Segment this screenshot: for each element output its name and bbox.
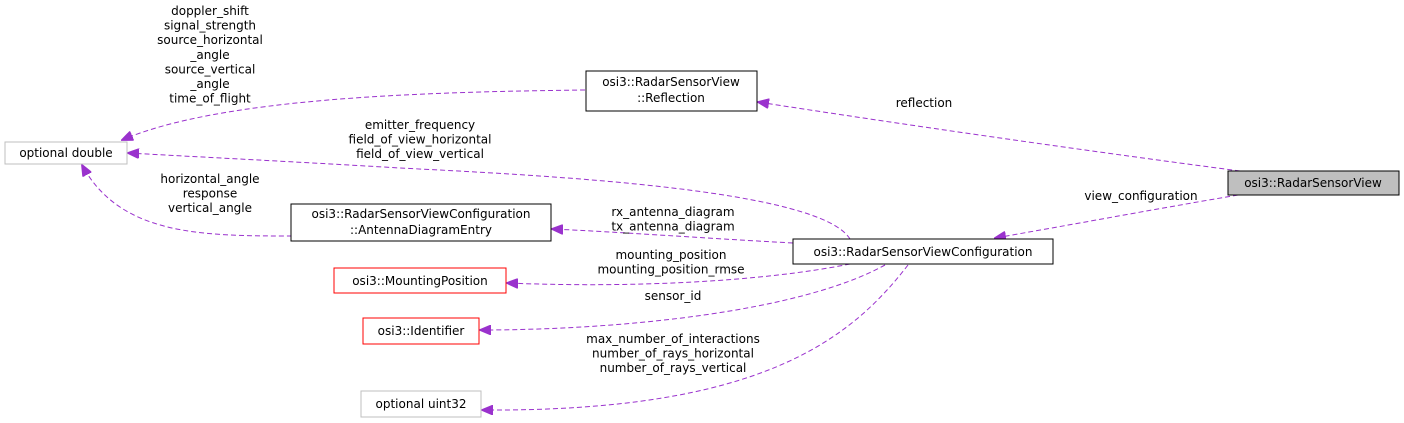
node-reflection-line2: ::Reflection — [637, 91, 705, 105]
edge-label-line: field_of_view_vertical — [356, 147, 484, 161]
node-mounting-position[interactable]: osi3::MountingPosition — [333, 267, 507, 294]
edge-radar-sensor-view-to-reflection — [758, 102, 1241, 172]
node-identifier-label: osi3::Identifier — [378, 324, 465, 338]
node-antenna-diagram-entry[interactable]: osi3::RadarSensorViewConfiguration ::Ant… — [290, 203, 552, 242]
edge-label-line: rx_antenna_diagram — [611, 205, 734, 219]
edge-label-line: signal_strength — [164, 19, 256, 33]
node-optional-uint32[interactable]: optional uint32 — [360, 390, 482, 418]
edge-view-configuration-to-optional-uint32 — [482, 264, 909, 410]
edge-label-line: vertical_angle — [168, 201, 252, 215]
edge-label-line: number_of_rays_horizontal — [592, 347, 754, 361]
edge-view-configuration-to-mounting-position — [507, 263, 851, 285]
node-optional-uint32-label: optional uint32 — [376, 397, 467, 411]
edge-label-line: response — [183, 187, 238, 201]
edge-label-line: emitter_frequency — [365, 118, 475, 132]
node-antenna-diagram-entry-line2: ::AntennaDiagramEntry — [350, 223, 492, 237]
edge-label-line: field_of_view_horizontal — [349, 133, 492, 147]
edge-label-line: time_of_flight — [169, 92, 251, 106]
node-reflection-line1: osi3::RadarSensorView — [602, 75, 740, 89]
edge-label-line: number_of_rays_vertical — [600, 361, 747, 375]
node-identifier[interactable]: osi3::Identifier — [362, 317, 480, 345]
edge-label-line: view_configuration — [1084, 189, 1197, 203]
edge-label-view-to-config: view_configuration — [1084, 189, 1197, 203]
node-radar-sensor-view[interactable]: osi3::RadarSensorView — [1227, 170, 1400, 196]
edge-label-line: _angle — [189, 77, 229, 91]
edge-label-view-to-reflection: reflection — [896, 96, 953, 110]
edge-label-line: source_vertical — [165, 62, 256, 76]
edge-view-configuration-to-optional-double — [128, 153, 851, 240]
node-radar-sensor-view-label: osi3::RadarSensorView — [1244, 176, 1382, 190]
edge-label-config-to-identifier: sensor_id — [645, 289, 702, 303]
node-optional-double[interactable]: optional double — [4, 141, 128, 165]
edge-radar-sensor-view-to-view-configuration — [995, 194, 1239, 238]
edge-label-line: max_number_of_interactions — [586, 332, 760, 346]
edge-label-line: mounting_position — [615, 248, 726, 262]
edge-label-line: tx_antenna_diagram — [611, 220, 734, 234]
node-mounting-position-label: osi3::MountingPosition — [352, 274, 488, 288]
edge-label-line: reflection — [896, 96, 953, 110]
edge-antenna-entry-to-optional-double — [82, 165, 293, 237]
node-antenna-diagram-entry-line1: osi3::RadarSensorViewConfiguration — [312, 207, 531, 221]
node-view-configuration[interactable]: osi3::RadarSensorViewConfiguration — [792, 238, 1054, 265]
edge-view-configuration-to-antenna-entry — [552, 229, 794, 244]
edge-view-configuration-to-identifier — [480, 264, 886, 330]
node-reflection[interactable]: osi3::RadarSensorView ::Reflection — [585, 70, 758, 112]
edge-label-line: sensor_id — [645, 289, 702, 303]
edge-reflection-to-optional-double — [122, 89, 586, 140]
node-view-configuration-label: osi3::RadarSensorViewConfiguration — [814, 245, 1033, 259]
edge-label-line: _angle — [189, 48, 229, 62]
edge-label-line: doppler_shift — [171, 4, 249, 18]
edge-label-line: horizontal_angle — [160, 172, 259, 186]
edge-label-line: source_horizontal — [157, 33, 263, 47]
node-optional-double-label: optional double — [19, 146, 112, 160]
edge-label-line: mounting_position_rmse — [597, 263, 744, 277]
